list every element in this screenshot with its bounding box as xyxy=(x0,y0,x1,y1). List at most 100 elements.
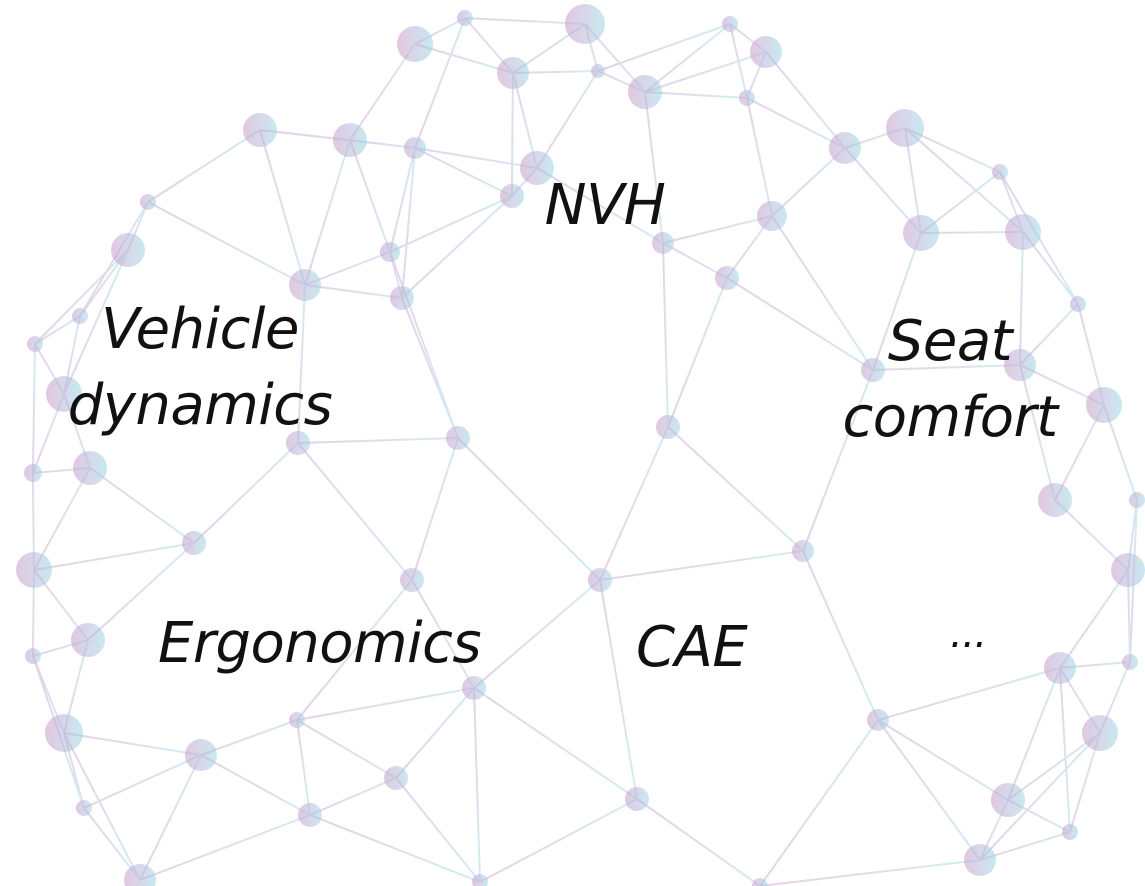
network-edge xyxy=(297,284,306,444)
network-edge xyxy=(395,777,481,883)
network-edge xyxy=(401,195,513,299)
network-node xyxy=(111,233,145,267)
network-edge xyxy=(63,732,202,756)
network-node xyxy=(45,714,83,752)
network-edge xyxy=(1019,231,1024,366)
network-node xyxy=(1004,349,1036,381)
network-node xyxy=(404,137,426,159)
network-edge xyxy=(296,579,413,721)
network-edge xyxy=(193,442,299,544)
network-node xyxy=(16,552,52,588)
network-edge xyxy=(904,127,1024,233)
network-node xyxy=(298,803,322,827)
label-vehicle-dynamics: Vehicle dynamics xyxy=(40,292,360,444)
network-node xyxy=(25,648,41,664)
network-edge xyxy=(802,550,879,721)
network-node xyxy=(446,426,470,450)
network-edge xyxy=(414,147,513,197)
network-edge xyxy=(644,91,664,244)
network-edge xyxy=(457,437,601,581)
network-node xyxy=(27,336,43,352)
network-edge xyxy=(139,754,202,881)
network-edge xyxy=(395,687,475,779)
network-node xyxy=(652,232,674,254)
network-edge xyxy=(464,17,586,25)
network-edge xyxy=(667,277,728,428)
network-edge xyxy=(877,719,1009,801)
network-node xyxy=(750,36,782,68)
network-node xyxy=(76,800,92,816)
network-edge xyxy=(296,719,311,816)
network-edge xyxy=(759,859,981,886)
label-ergonomics-text: Ergonomics xyxy=(158,611,482,676)
network-edge xyxy=(411,579,475,689)
network-node xyxy=(625,787,649,811)
network-node xyxy=(1122,654,1138,670)
label-nvh: NVH xyxy=(530,168,680,244)
network-node xyxy=(1044,652,1076,684)
network-node xyxy=(861,358,885,382)
network-edge xyxy=(349,139,391,253)
network-node xyxy=(1038,483,1072,517)
network-node xyxy=(1111,553,1145,587)
network-edge xyxy=(349,43,416,141)
network-node xyxy=(739,90,755,106)
network-edge xyxy=(599,426,669,581)
network-edge xyxy=(511,72,514,197)
network-edge xyxy=(599,550,804,581)
network-edge xyxy=(309,777,397,816)
label-cae: CAE xyxy=(636,610,748,686)
network-node xyxy=(500,184,524,208)
network-edge xyxy=(309,814,481,883)
network-edge xyxy=(63,732,141,881)
network-edge xyxy=(759,719,879,886)
network-edge xyxy=(1007,732,1101,801)
label-ergonomics: Ergonomics xyxy=(158,606,482,682)
network-node xyxy=(757,201,787,231)
network-edge xyxy=(771,147,846,217)
network-edge xyxy=(729,23,748,99)
network-edge xyxy=(297,442,413,581)
network-node xyxy=(124,864,156,886)
network-edge xyxy=(746,97,846,149)
network-edge xyxy=(200,754,311,816)
label-vehicle-dynamics-line-2: dynamics xyxy=(67,373,333,438)
network-edge xyxy=(636,798,761,886)
label-nvh-text: NVH xyxy=(544,173,666,238)
network-edge xyxy=(401,147,416,299)
network-node xyxy=(400,568,424,592)
network-node xyxy=(964,844,996,876)
network-node xyxy=(289,269,321,301)
label-cae-text: CAE xyxy=(636,615,748,680)
network-edge xyxy=(389,147,416,253)
network-edge xyxy=(411,437,459,581)
network-edge xyxy=(844,147,922,234)
network-node xyxy=(380,242,400,262)
network-node xyxy=(397,26,433,62)
network-edge xyxy=(979,732,1101,861)
network-edge xyxy=(473,687,481,883)
network-edge xyxy=(536,70,599,169)
network-node xyxy=(722,16,738,32)
network-node xyxy=(591,64,605,78)
network-node xyxy=(715,266,739,290)
network-node xyxy=(792,540,814,562)
network-edge xyxy=(1059,569,1129,669)
network-edge xyxy=(200,719,298,756)
network-edge xyxy=(414,17,466,149)
network-edge xyxy=(296,719,397,779)
label-more: ... xyxy=(950,596,987,672)
network-node xyxy=(472,874,488,886)
network-edge xyxy=(802,369,874,552)
network-node xyxy=(656,415,680,439)
network-node xyxy=(457,10,473,26)
network-node xyxy=(1082,715,1118,751)
network-edge xyxy=(877,719,981,861)
network-edge xyxy=(33,467,91,571)
network-edge xyxy=(662,242,669,428)
network-node xyxy=(73,451,107,485)
network-node xyxy=(992,164,1008,180)
network-node xyxy=(886,109,924,147)
network-edge xyxy=(304,284,403,299)
